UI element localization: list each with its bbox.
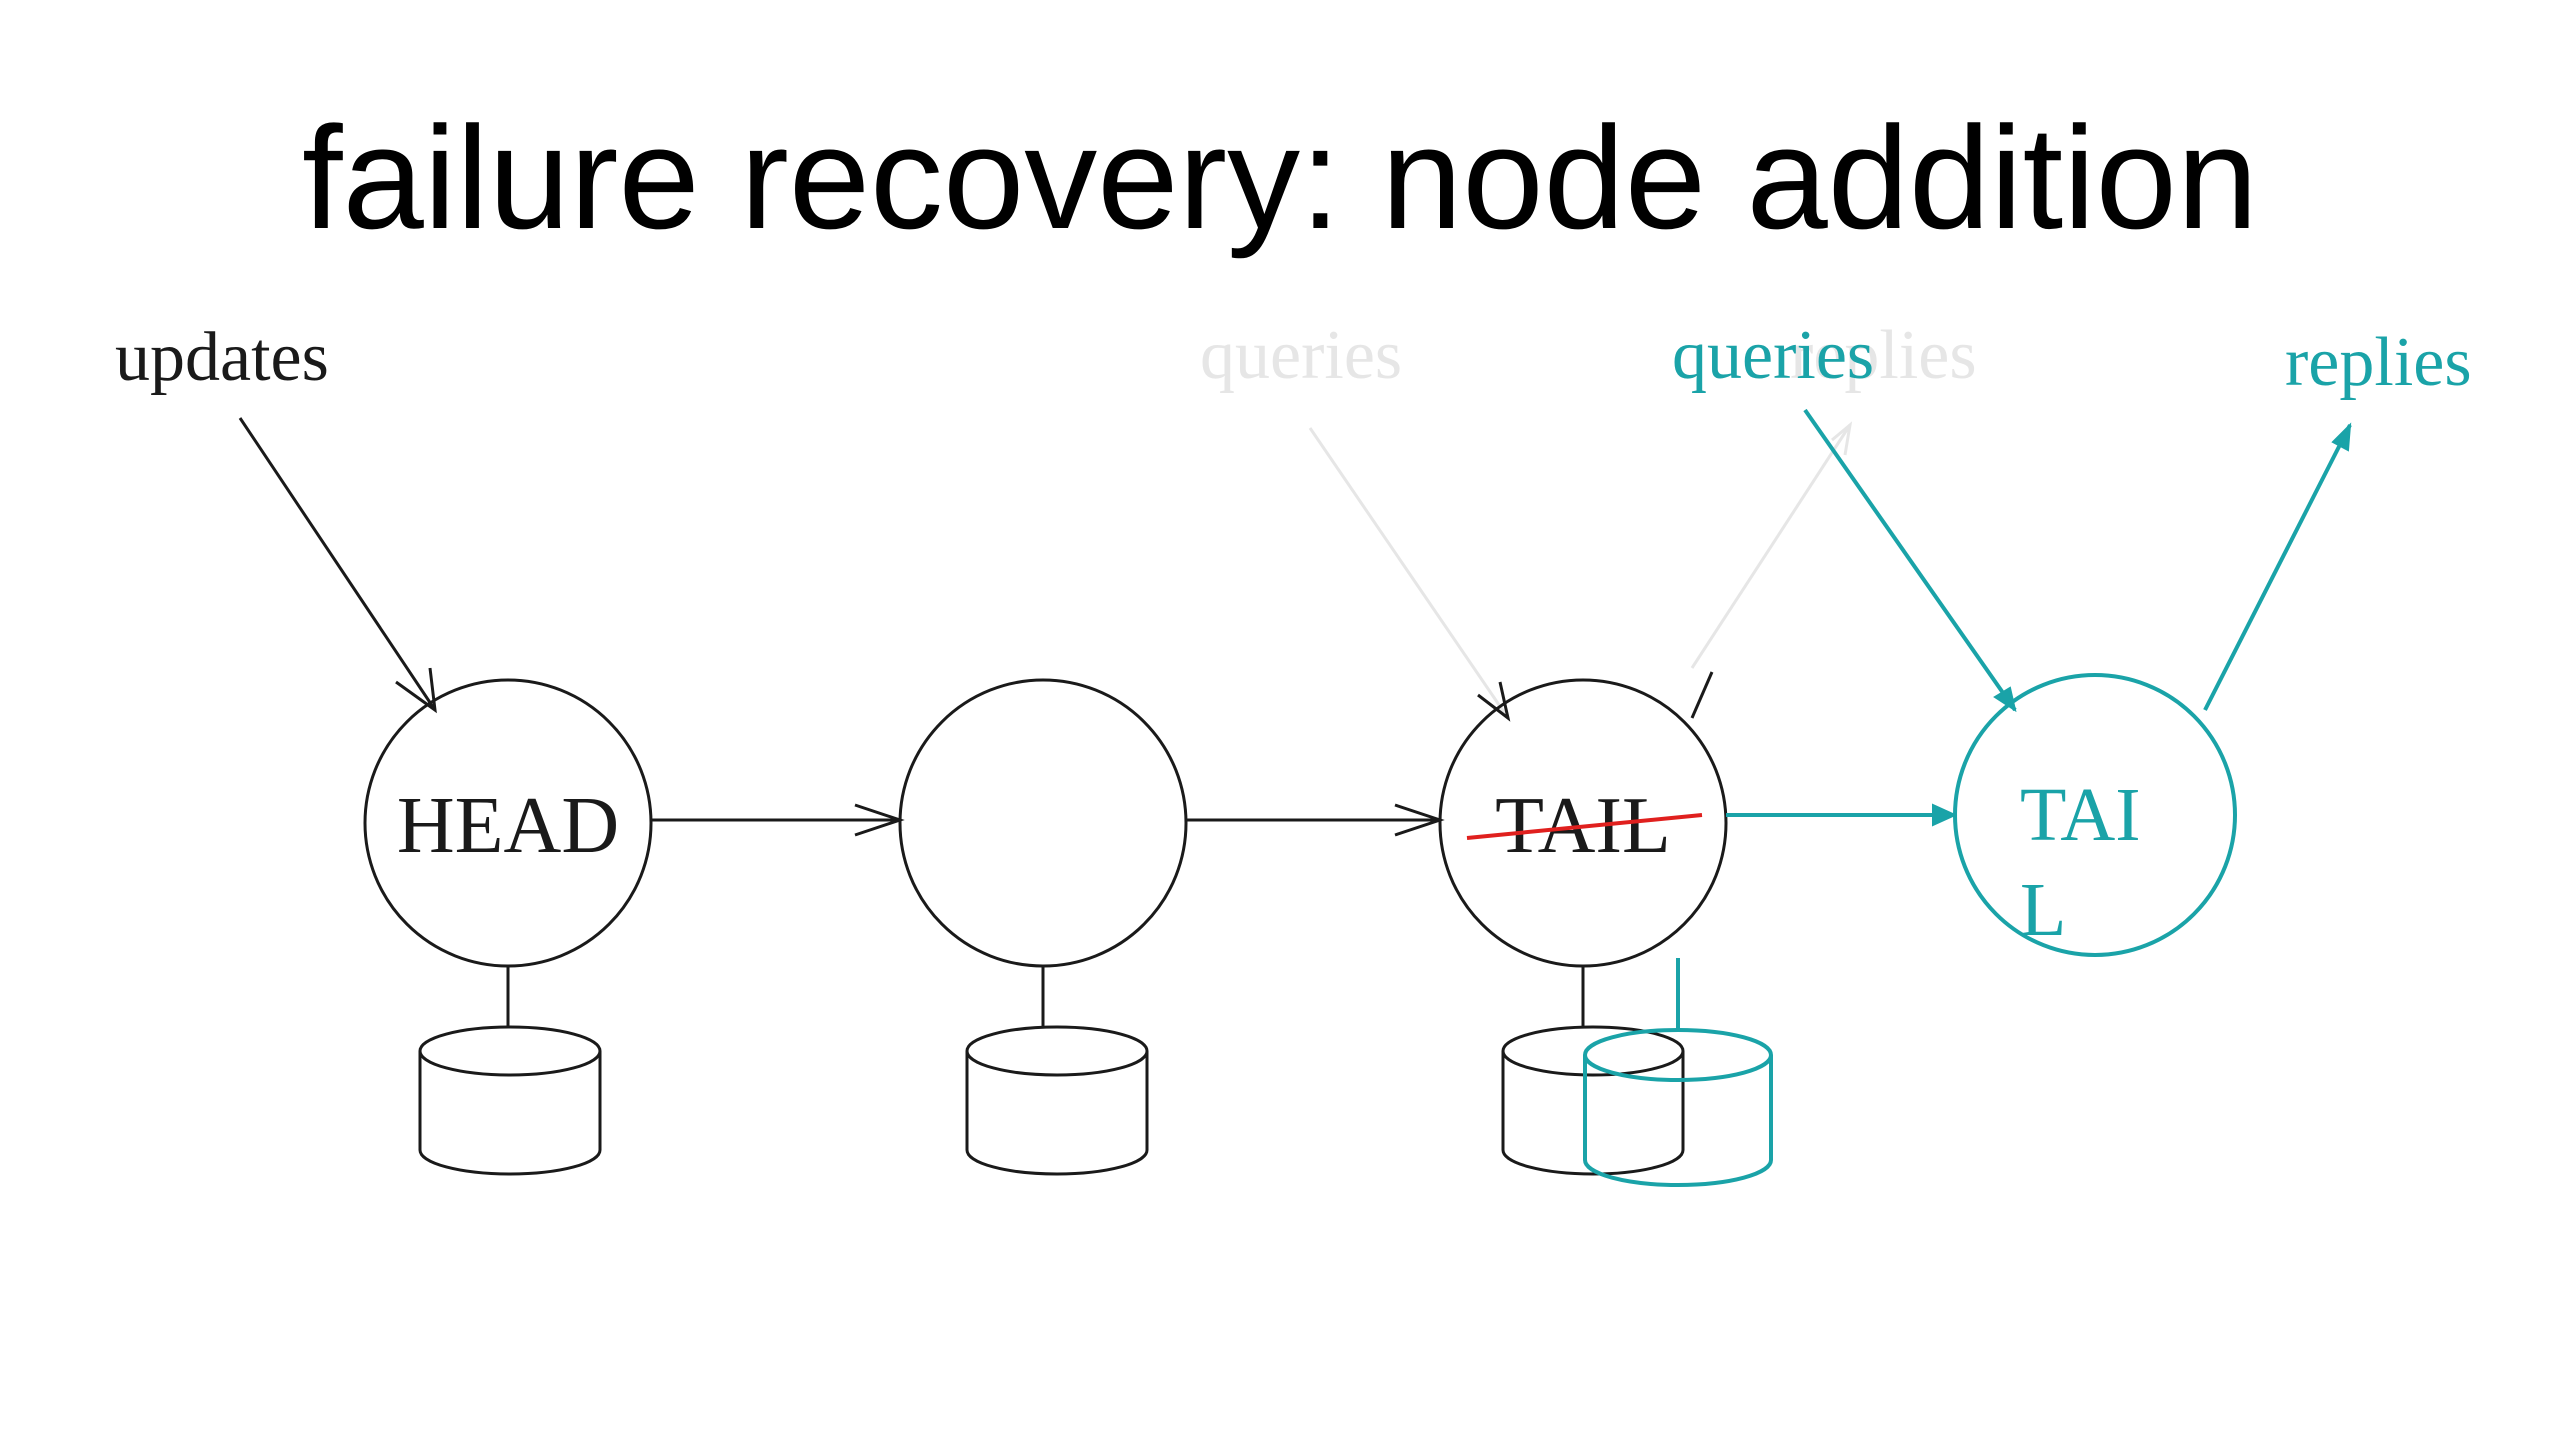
head-label: HEAD: [397, 782, 619, 870]
middle-database-icon: [965, 1025, 1149, 1176]
old-tail-reply-stub: [1690, 671, 1714, 719]
old-queries-arrowhead: [1477, 681, 1511, 722]
new-tail-label-line1: TAI: [2020, 773, 2141, 857]
new-replies-arrowhead: [2331, 422, 2352, 452]
head-database-icon: [418, 1025, 602, 1176]
new-queries-label: queries: [1672, 317, 1874, 394]
old-replies-label: replies: [1790, 317, 1977, 394]
old-replies-arrow: [1690, 424, 1852, 669]
new-tail-node: [1953, 673, 2237, 957]
old-tail-database-icon: [1501, 1025, 1685, 1176]
new-replies-label: replies: [2285, 324, 2472, 401]
old-queries-arrow: [1308, 427, 1510, 719]
old-replies-arrowhead: [1831, 421, 1853, 456]
updates-label: updates: [115, 319, 329, 396]
new-tail-database-icon: [1583, 1028, 1773, 1187]
tail-strikethrough: [1466, 813, 1703, 840]
old-queries-label: queries: [1200, 317, 1402, 394]
slide-title: failure recovery: node addition: [302, 96, 2258, 259]
middle-node: [898, 678, 1188, 968]
updates-arrow: [238, 417, 437, 711]
new-replies-arrow: [2203, 424, 2352, 711]
tail-to-new-tail-arrowhead: [1932, 803, 1958, 827]
new-tail-label-line2: L: [2020, 868, 2066, 952]
new-queries-arrow: [1803, 408, 2017, 712]
updates-arrowhead: [395, 667, 437, 714]
